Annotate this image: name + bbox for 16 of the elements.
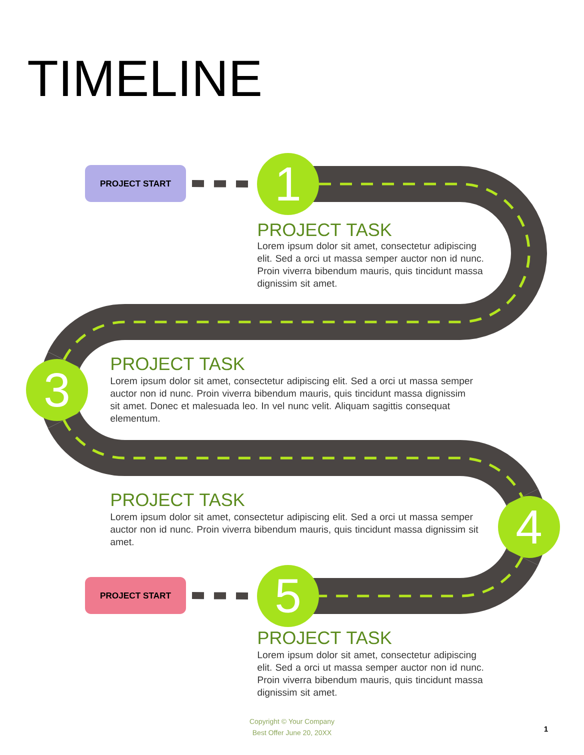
task-description: Lorem ipsum dolor sit amet, consectetur adipiscing elit. Sed a orci ut massa semper auctor non id nunc. Proin viverra bibendum mauris, quis tincidunt massa dignissim sit amet. bbox=[110, 513, 478, 546]
task-description: Lorem ipsum dolor sit amet, consectetur adipiscing elit. Sed a orci ut massa semper auctor non id nunc. Proin viverra bibendum mauris, quis tincidunt massa dignissim sit amet. Donec et malesuada leo. In vel nunc velit. Aliquam sagittis consequat elementum. bbox=[110, 377, 473, 422]
task-description: Lorem ipsum dolor sit amet, consectetur adipiscing elit. Sed a orci ut massa semper auctor non id nunc. Proin viverra bibendum mauris, quis tincidunt massa dignissim sit amet. bbox=[258, 651, 484, 698]
dashed-connector bbox=[192, 180, 248, 188]
start-box: PROJECT START bbox=[85, 577, 186, 614]
road bbox=[48, 411, 538, 506]
task-heading: PROJECT TASK bbox=[258, 223, 392, 236]
task-heading: PROJECT TASK bbox=[112, 357, 245, 370]
road bbox=[48, 166, 547, 369]
title: TIMELINE bbox=[28, 60, 260, 96]
task-heading: PROJECT TASK bbox=[112, 493, 245, 506]
road bbox=[319, 548, 538, 614]
dashed-connector bbox=[192, 592, 248, 600]
start-box: PROJECT START bbox=[85, 165, 186, 202]
task-description: Lorem ipsum dolor sit amet, consectetur adipiscing elit. Sed a orci ut massa semper auctor non id nunc. Proin viverra bibendum mauris, quis tincidunt massa dignissim sit amet. bbox=[258, 242, 484, 289]
task-heading: PROJECT TASK bbox=[258, 631, 392, 644]
